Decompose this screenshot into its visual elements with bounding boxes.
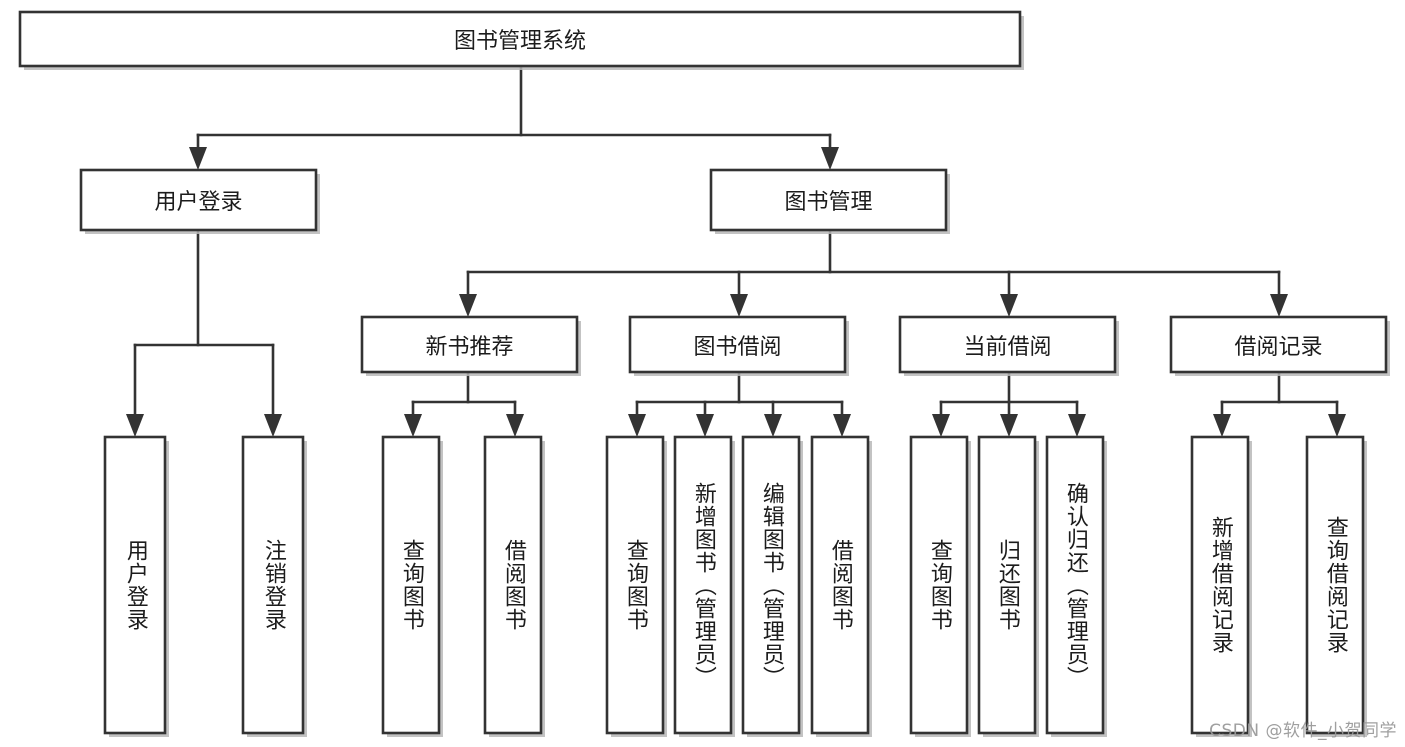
- node-new-book-recommend[interactable]: [360, 315, 581, 376]
- node-leaf-return-book[interactable]: [977, 435, 1039, 737]
- node-current-borrow[interactable]: [898, 315, 1119, 376]
- connector-bookmgmt-to-level3: [459, 230, 1288, 317]
- node-borrow-record[interactable]: [1169, 315, 1390, 376]
- connector-userlogin-to-leaves: [126, 230, 282, 437]
- connector-bookborrow-to-leaves: [628, 372, 851, 437]
- node-leaf-query-book-1[interactable]: [381, 435, 443, 737]
- node-leaf-add-borrow-record[interactable]: [1190, 435, 1252, 737]
- node-leaf-query-borrow-record[interactable]: [1305, 435, 1367, 737]
- connector-newbook-to-leaves: [404, 372, 524, 437]
- node-leaf-user-login[interactable]: [103, 435, 169, 737]
- node-leaf-query-book-3[interactable]: [909, 435, 971, 737]
- connector-root-to-level2: [189, 66, 839, 170]
- node-user-login[interactable]: [79, 168, 320, 234]
- watermark-text: CSDN @软件_小贺同学: [1209, 721, 1397, 741]
- connector-currentborrow-to-leaves: [932, 372, 1086, 437]
- node-book-management[interactable]: [709, 168, 950, 234]
- node-leaf-borrow-book-1[interactable]: [483, 435, 545, 737]
- node-book-borrow[interactable]: [628, 315, 849, 376]
- node-root[interactable]: [18, 10, 1024, 70]
- node-leaf-query-book-2[interactable]: [605, 435, 667, 737]
- node-leaf-edit-book[interactable]: [741, 435, 803, 737]
- node-leaf-borrow-book-2[interactable]: [810, 435, 872, 737]
- connector-borrowrecord-to-leaves: [1213, 372, 1346, 437]
- node-leaf-logout-login[interactable]: [241, 435, 307, 737]
- node-leaf-add-book[interactable]: [673, 435, 735, 737]
- node-leaf-confirm-return[interactable]: [1045, 435, 1107, 737]
